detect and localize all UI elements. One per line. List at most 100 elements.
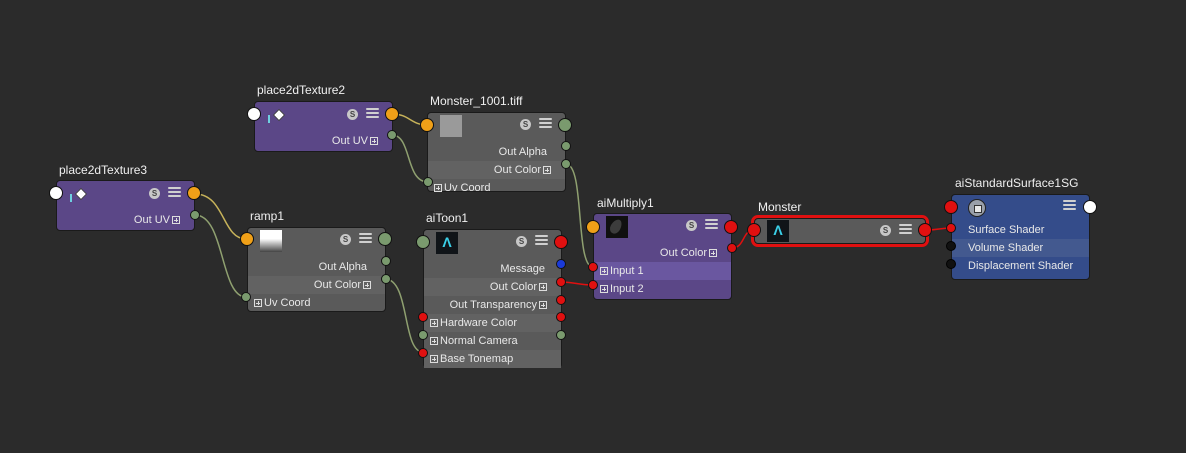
expand-icon[interactable]	[600, 267, 608, 275]
node-shading-group[interactable]: Surface Shader Volume Shader Displacemen…	[951, 194, 1090, 280]
port-uv-coord[interactable]	[241, 292, 251, 302]
port-normal-camera[interactable]	[418, 330, 428, 340]
port-output[interactable]	[187, 186, 201, 200]
node-place2dtexture2[interactable]: S Out UV	[254, 101, 393, 152]
wire-p3-uv-to-ramp-uv	[194, 214, 247, 298]
port-out-color[interactable]	[381, 274, 391, 284]
place2d-icon	[265, 109, 287, 125]
port-out-alpha[interactable]	[381, 256, 391, 266]
swatch-button[interactable]: S	[516, 236, 527, 247]
hamburger-menu-icon[interactable]	[366, 108, 379, 119]
port-surface-shader[interactable]	[946, 223, 956, 233]
expand-icon[interactable]	[709, 249, 717, 258]
expand-icon[interactable]	[172, 216, 180, 225]
expand-icon[interactable]	[539, 283, 547, 292]
expand-icon[interactable]	[430, 355, 438, 363]
node-place2dtexture3[interactable]: S Out UV	[56, 180, 195, 231]
port-input[interactable]	[240, 232, 254, 246]
port-out-color[interactable]	[727, 243, 737, 253]
attr-uv-coord: Uv Coord	[264, 297, 311, 309]
node-monster[interactable]: S	[751, 215, 929, 247]
node-monster-tiff[interactable]: S Out Alpha Out Color Uv Coord	[427, 112, 566, 194]
attr-input1: Input 1	[610, 265, 644, 277]
node-aitoon1[interactable]: S Message Out Color Out Transparency Har…	[423, 229, 562, 368]
hamburger-menu-icon[interactable]	[539, 118, 552, 129]
attr-normal-camera: Normal Camera	[440, 335, 518, 347]
port-out-alpha[interactable]	[561, 141, 571, 151]
port-output[interactable]	[724, 220, 738, 234]
expand-icon[interactable]	[254, 299, 262, 307]
port-uv-coord[interactable]	[423, 177, 433, 187]
node-aimultiply1[interactable]: S Out Color Input 1 Input 2	[593, 213, 732, 300]
expand-icon[interactable]	[363, 281, 371, 290]
swatch-button[interactable]: S	[149, 188, 160, 199]
node-title-ramp1: ramp1	[250, 209, 285, 223]
port-output[interactable]	[918, 223, 932, 237]
port-output[interactable]	[558, 118, 572, 132]
attr-out-uv: Out UV	[134, 211, 180, 229]
hamburger-menu-icon[interactable]	[535, 235, 548, 246]
hamburger-menu-icon[interactable]	[1063, 200, 1076, 211]
swatch-button[interactable]: S	[880, 225, 891, 236]
swatch-button[interactable]: S	[347, 109, 358, 120]
port-output[interactable]	[1083, 200, 1097, 214]
multiply-thumbnail	[606, 216, 628, 238]
swatch-button[interactable]: S	[520, 119, 531, 130]
wire-tiff-color-to-mult-input1	[565, 163, 594, 268]
attr-volume-shader: Volume Shader	[968, 242, 1044, 254]
swatch-button[interactable]: S	[686, 220, 697, 231]
port-input2[interactable]	[588, 280, 598, 290]
port-displacement-shader[interactable]	[946, 259, 956, 269]
port-out-uv[interactable]	[387, 130, 397, 140]
attr-input2: Input 2	[610, 283, 644, 295]
port-base-tonemap[interactable]	[418, 348, 428, 358]
node-title-aimultiply1: aiMultiply1	[597, 196, 654, 210]
expand-icon[interactable]	[430, 319, 438, 327]
port-input[interactable]	[944, 200, 958, 214]
wire-p3-out-to-ramp-in	[194, 193, 247, 240]
attr-displacement-shader: Displacement Shader	[968, 260, 1074, 272]
port-out-uv[interactable]	[190, 210, 200, 220]
port-hardware-color[interactable]	[418, 312, 428, 322]
port-hardware-color-out[interactable]	[556, 312, 566, 322]
port-out-transparency[interactable]	[556, 295, 566, 305]
port-input[interactable]	[416, 235, 430, 249]
hamburger-menu-icon[interactable]	[168, 187, 181, 198]
port-input[interactable]	[49, 186, 63, 200]
expand-icon[interactable]	[434, 184, 442, 192]
expand-icon[interactable]	[539, 301, 547, 310]
attr-out-transparency: Out Transparency	[450, 296, 547, 314]
expand-icon[interactable]	[370, 137, 378, 146]
port-out-color[interactable]	[561, 159, 571, 169]
port-output[interactable]	[554, 235, 568, 249]
port-input[interactable]	[420, 118, 434, 132]
port-normal-camera-out[interactable]	[556, 330, 566, 340]
wire-p2-uv-to-tiff-uv	[391, 134, 429, 183]
attr-message: Message	[500, 263, 545, 275]
ramp-thumbnail	[260, 230, 282, 252]
attr-hardware-color: Hardware Color	[440, 317, 518, 329]
port-input[interactable]	[586, 220, 600, 234]
expand-icon[interactable]	[600, 285, 608, 293]
hamburger-menu-icon[interactable]	[359, 233, 372, 244]
port-out-color[interactable]	[556, 277, 566, 287]
expand-icon[interactable]	[543, 166, 551, 175]
swatch-button[interactable]: S	[340, 234, 351, 245]
port-input[interactable]	[747, 223, 761, 237]
node-title-place2dtexture3: place2dTexture3	[59, 163, 148, 177]
hamburger-menu-icon[interactable]	[899, 224, 912, 235]
port-input[interactable]	[247, 107, 261, 121]
hamburger-menu-icon[interactable]	[705, 219, 718, 230]
port-volume-shader[interactable]	[946, 241, 956, 251]
arnold-logo-icon	[767, 220, 789, 242]
node-ramp1[interactable]: S Out Alpha Out Color Uv Coord	[247, 227, 386, 312]
expand-icon[interactable]	[430, 337, 438, 345]
port-output[interactable]	[378, 232, 392, 246]
port-output[interactable]	[385, 107, 399, 121]
attr-base-tonemap: Base Tonemap	[440, 353, 514, 365]
port-message[interactable]	[556, 259, 566, 269]
place2d-icon	[67, 188, 89, 204]
attr-surface-shader: Surface Shader	[968, 224, 1045, 236]
node-title-monster: Monster	[758, 200, 802, 214]
port-input1[interactable]	[588, 262, 598, 272]
